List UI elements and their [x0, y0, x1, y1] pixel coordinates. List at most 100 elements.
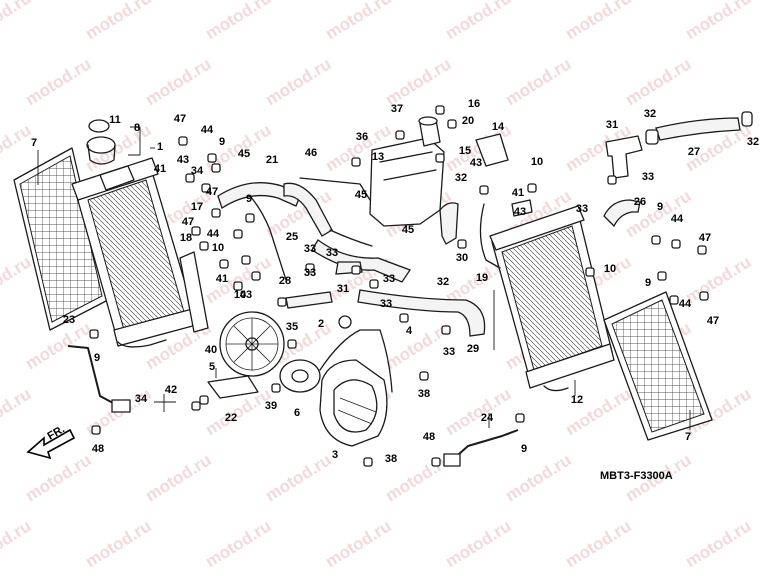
callout-44: 44 [671, 213, 684, 225]
callout-19: 19 [476, 272, 488, 284]
callout-17: 17 [191, 201, 203, 213]
bolt-icon [435, 105, 445, 115]
callout-35: 35 [286, 321, 298, 333]
callout-3: 3 [332, 449, 338, 461]
watermark-text: motod.ru [0, 0, 35, 43]
leader-lines [37, 126, 691, 430]
watermark-text: motod.ru [322, 0, 395, 43]
callout-48: 48 [423, 431, 435, 443]
callout-2: 2 [318, 318, 324, 330]
callout-31: 31 [606, 119, 618, 131]
watermark-text: motod.ru [142, 450, 215, 505]
callout-44: 44 [207, 228, 220, 240]
watermark-text: motod.ru [442, 0, 515, 43]
watermark-text: motod.ru [502, 54, 575, 109]
fan-motor [279, 315, 393, 393]
callout-43: 43 [470, 157, 482, 169]
callout-31: 31 [337, 283, 349, 295]
bolt-icon [219, 259, 229, 269]
callout-33: 33 [576, 203, 588, 215]
watermark-text: motod.ru [562, 516, 635, 571]
callout-44: 44 [679, 298, 692, 310]
bolt-icon [435, 153, 445, 163]
bolt-icon [669, 295, 679, 305]
watermark-text: motod.ru [682, 516, 755, 571]
front-arrow-icon: FR. [26, 423, 76, 460]
bolt-icon [515, 413, 525, 423]
bolt-icon [395, 130, 405, 140]
fan-shroud [319, 359, 388, 447]
watermark-text: motod.ru [0, 516, 35, 571]
callout-47: 47 [707, 315, 719, 327]
callout-13: 13 [372, 151, 384, 163]
watermark-text: motod.ru [262, 54, 335, 109]
callout-47: 47 [182, 216, 194, 228]
fasteners [89, 105, 709, 467]
callout-7: 7 [685, 431, 691, 443]
callout-11: 11 [109, 114, 121, 126]
right-radiator [489, 205, 615, 392]
callout-4: 4 [406, 325, 413, 337]
radiator-cap [86, 119, 116, 165]
bolt-icon [399, 313, 409, 323]
hoses [217, 117, 741, 337]
callout-18: 18 [180, 232, 192, 244]
callout-41: 41 [154, 163, 166, 175]
bolt-icon [91, 425, 101, 435]
watermark-text: motod.ru [622, 54, 695, 109]
callout-47: 47 [206, 186, 218, 198]
callout-9: 9 [246, 193, 252, 205]
callout-32: 32 [437, 276, 449, 288]
left-radiator-grille [13, 147, 109, 331]
callout-20: 20 [462, 115, 474, 127]
watermark-text: motod.ru [682, 0, 755, 43]
callout-6: 6 [294, 407, 300, 419]
bolt-icon [305, 263, 315, 273]
bolt-icon [527, 183, 537, 193]
callout-23: 23 [63, 314, 75, 326]
callout-33: 33 [380, 298, 392, 310]
callout-47: 47 [699, 232, 711, 244]
callout-48: 48 [92, 443, 104, 455]
bolt-icon [431, 457, 441, 467]
callout-10: 10 [531, 156, 543, 168]
callout-5: 5 [209, 361, 215, 373]
callout-9: 9 [94, 352, 100, 364]
watermark-text: motod.ru [22, 450, 95, 505]
bolt-icon [697, 245, 707, 255]
bolt-icon [241, 255, 251, 265]
watermark-text: motod.ru [0, 252, 35, 307]
callout-32: 32 [747, 136, 759, 148]
bolt-icon [211, 163, 221, 173]
callout-10: 10 [234, 289, 246, 301]
watermark-text: motod.ru [502, 450, 575, 505]
bolt-icon [178, 136, 188, 146]
watermark-text: motod.ru [142, 54, 215, 109]
bolt-icon [207, 153, 217, 163]
callout-25: 25 [286, 231, 298, 243]
callout-43: 43 [177, 154, 189, 166]
callout-43: 43 [240, 289, 252, 301]
bolt-icon [191, 226, 201, 236]
watermark-text: motod.ru [202, 0, 275, 43]
reserve-tank [369, 116, 445, 227]
watermark-text: motod.ru [22, 318, 95, 373]
watermark-text: motod.ru [562, 0, 635, 43]
bolt-icon [199, 241, 209, 251]
radiator-stay-right [443, 429, 519, 467]
callout-24: 24 [481, 412, 494, 424]
watermark-text: motod.ru [22, 54, 95, 109]
callout-45: 45 [355, 189, 367, 201]
callout-9: 9 [219, 136, 225, 148]
callout-33: 33 [383, 273, 395, 285]
cooling-fan [219, 311, 285, 377]
callout-39: 39 [265, 400, 277, 412]
callout-9: 9 [521, 443, 527, 455]
callout-41: 41 [216, 273, 228, 285]
bolt-icon [233, 281, 243, 291]
watermark-text: motod.ru [682, 252, 755, 307]
bolt-icon [89, 329, 99, 339]
diagram-code: MBT3-F3300A [600, 470, 673, 482]
watermark-text: motod.ru [322, 516, 395, 571]
